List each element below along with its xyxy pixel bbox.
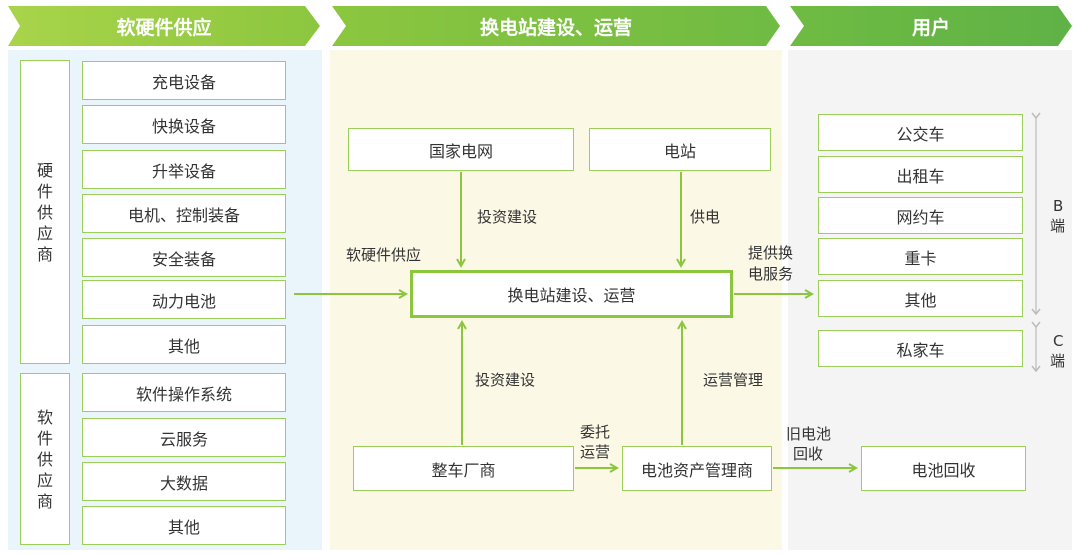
banner-users-shape — [790, 6, 1072, 46]
banner-station: 换电站建设、运营 — [479, 16, 632, 39]
banner-station-shape — [332, 6, 780, 46]
label-invest-bottom: 投资建设 — [475, 371, 536, 389]
label-provide-service-1: 提供换 — [748, 244, 794, 262]
label-entrust-2: 运营 — [580, 443, 611, 461]
banner-supply-shape — [8, 6, 320, 46]
swap-station-core-node: 换电站建设、运营 — [410, 270, 733, 318]
battery-recycling-node: 电池回收 — [861, 446, 1026, 491]
c-user-item: 私家车 — [818, 330, 1023, 367]
b-user-item: 重卡 — [818, 238, 1023, 275]
c-end-label-1: C — [1053, 332, 1064, 350]
software-supplier-text: 软件供应商 — [36, 407, 53, 511]
b-end-label-2: 端 — [1050, 217, 1066, 235]
banner-users: 用户 — [911, 16, 950, 39]
b-user-item: 其他 — [818, 280, 1023, 317]
software-item: 软件操作系统 — [82, 373, 286, 412]
oem-node: 整车厂商 — [353, 446, 574, 491]
hardware-item: 快换设备 — [82, 105, 286, 144]
c-end-label-2: 端 — [1050, 352, 1066, 370]
label-invest-top: 投资建设 — [477, 208, 538, 226]
label-supply-power: 供电 — [690, 208, 721, 226]
hardware-item: 动力电池 — [82, 280, 286, 319]
label-entrust-1: 委托 — [580, 423, 611, 441]
label-old-battery-1: 旧电池 — [786, 425, 832, 443]
hardware-item: 电机、控制装备 — [82, 194, 286, 233]
label-ops-mgmt: 运营管理 — [703, 371, 764, 389]
hardware-item: 安全装备 — [82, 238, 286, 277]
b-user-item: 网约车 — [818, 197, 1023, 234]
software-item: 云服务 — [82, 418, 286, 457]
label-provide-service-2: 电服务 — [748, 265, 794, 283]
hardware-supplier-label: 硬件供应商 — [20, 60, 70, 364]
power-station-node: 电站 — [589, 128, 771, 171]
software-supplier-label: 软件供应商 — [20, 373, 70, 545]
b-end-label-1: B — [1053, 197, 1064, 215]
hardware-item: 升举设备 — [82, 150, 286, 189]
software-item: 大数据 — [82, 462, 286, 501]
hardware-item: 其他 — [82, 325, 286, 364]
label-hw-sw-supply: 软硬件供应 — [346, 246, 422, 264]
hardware-item: 充电设备 — [82, 61, 286, 100]
battery-asset-manager-node: 电池资产管理商 — [622, 446, 772, 491]
b-user-item: 公交车 — [818, 114, 1023, 151]
label-old-battery-2: 回收 — [793, 445, 824, 463]
banner-supply: 软硬件供应 — [116, 16, 212, 39]
state-grid-node: 国家电网 — [348, 128, 574, 171]
hardware-supplier-text: 硬件供应商 — [36, 160, 53, 264]
b-user-item: 出租车 — [818, 156, 1023, 193]
software-item: 其他 — [82, 506, 286, 545]
